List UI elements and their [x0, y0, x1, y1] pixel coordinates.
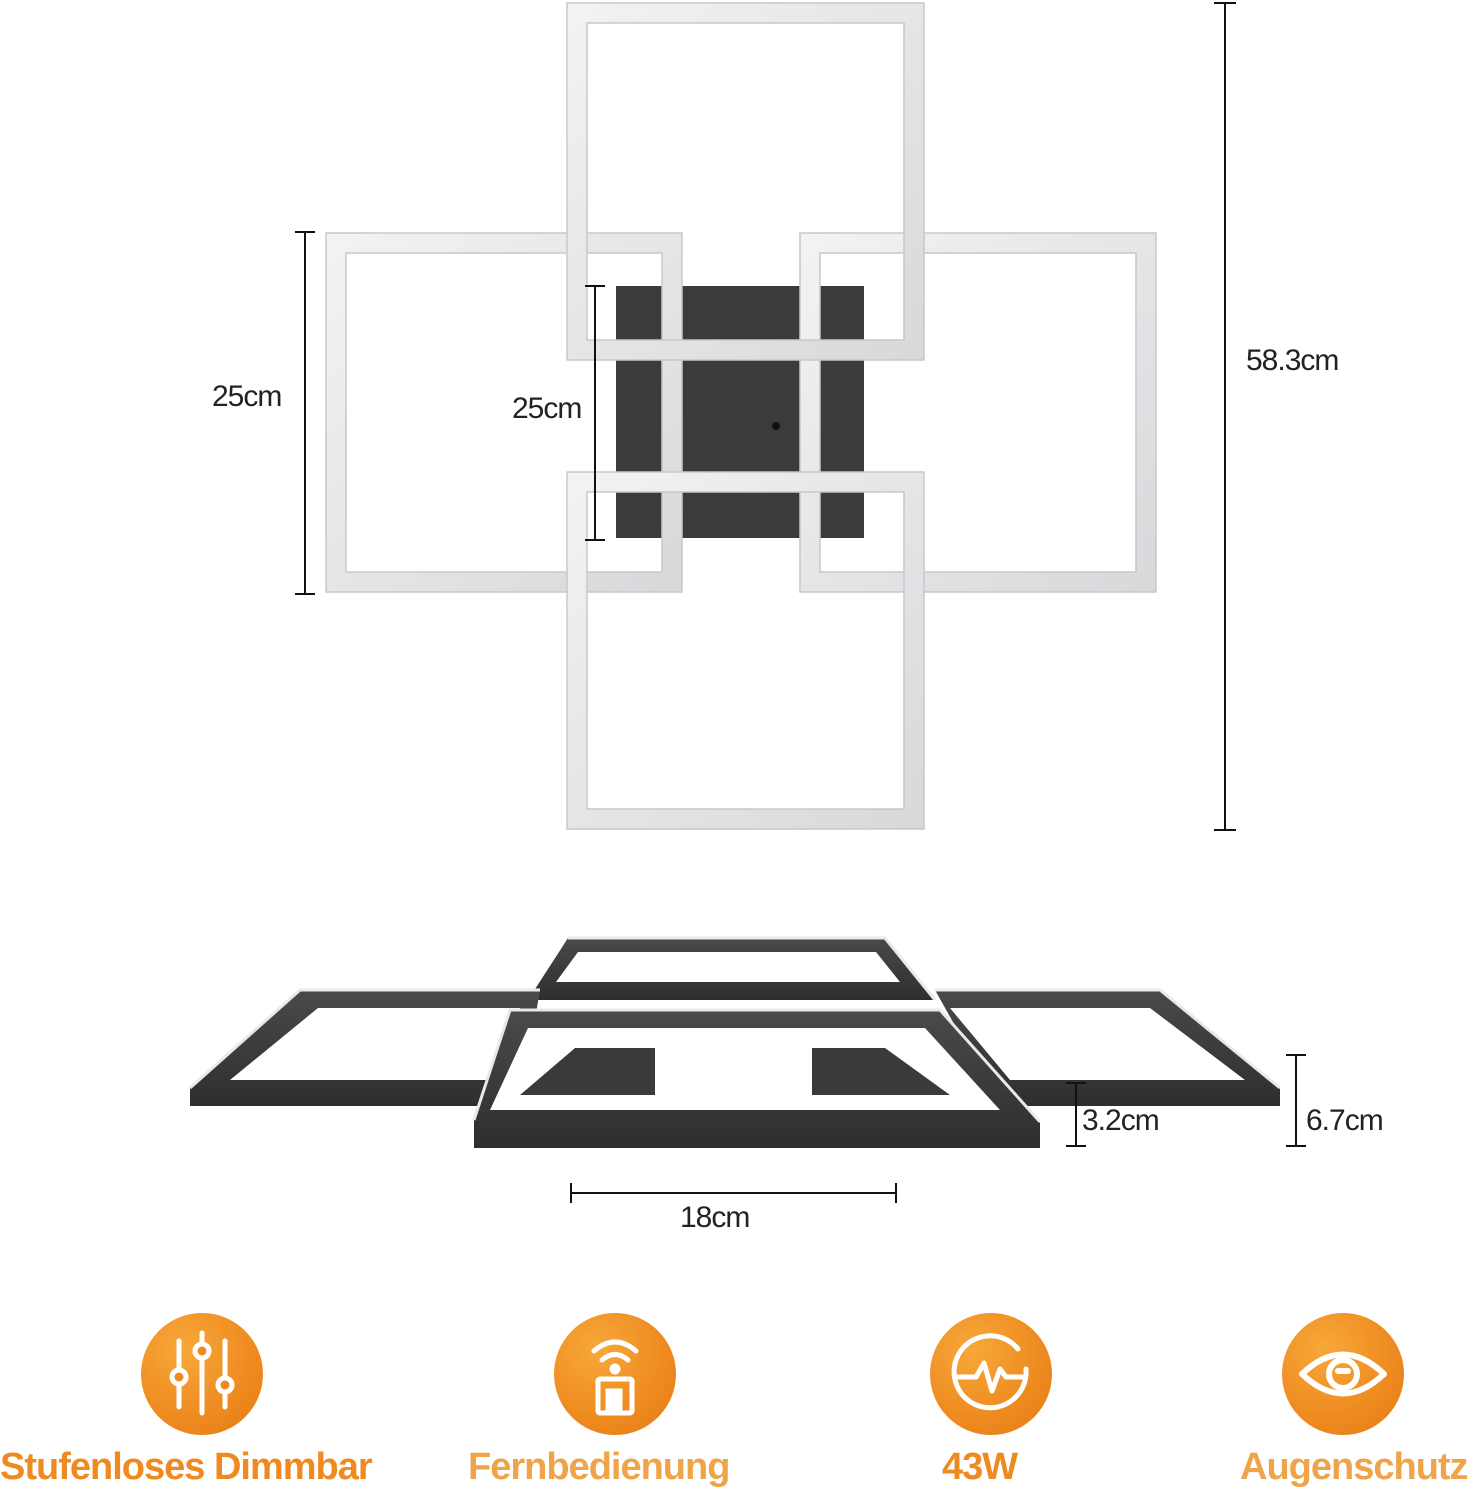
- eye-icon: [1299, 1351, 1387, 1397]
- dim-label-total-height: 58.3cm: [1246, 344, 1339, 377]
- feature-circle-eye: [1282, 1313, 1404, 1435]
- dim-line-total-depth: [1286, 1054, 1306, 1147]
- dim-label-base-height: 3.2cm: [1082, 1104, 1160, 1137]
- dim-label-total-depth: 6.7cm: [1306, 1104, 1384, 1137]
- lamp-top-view: [295, 2, 1236, 831]
- ceiling-base-plate: [616, 286, 864, 538]
- frame-bottom: [567, 472, 924, 829]
- side-frame-right: [935, 988, 1281, 1106]
- power-pulse-icon: [951, 1333, 1029, 1411]
- feature-circle-wattage: [930, 1313, 1052, 1435]
- feature-label-wattage: 43W: [942, 1446, 1018, 1488]
- dim-line-total-height: [1214, 2, 1236, 831]
- dim-label-base-width: 18cm: [680, 1201, 750, 1234]
- lamp-side-view: [189, 936, 1306, 1203]
- dim-line-center-height: [585, 285, 605, 541]
- feature-circle-dimmable: [141, 1313, 263, 1435]
- dim-line-base-height: [1066, 1082, 1086, 1147]
- feature-label-dimmable: Stufenloses Dimmbar: [0, 1446, 373, 1488]
- frame-right: [800, 233, 1156, 592]
- dim-label-center-height: 25cm: [512, 392, 582, 425]
- side-frame-front: [472, 1008, 1042, 1148]
- feature-label-remote: Fernbedienung: [468, 1446, 730, 1488]
- side-frame-back: [528, 936, 937, 1001]
- dim-label-left-height: 25cm: [212, 380, 282, 413]
- slider-controls-icon: [169, 1330, 235, 1416]
- dim-line-left-height: [295, 231, 315, 595]
- side-frame-left: [189, 988, 540, 1106]
- remote-signal-icon: [591, 1339, 639, 1416]
- base-screw: [772, 422, 780, 430]
- feature-circle-remote: [554, 1313, 676, 1435]
- feature-label-eye: Augenschutz: [1240, 1446, 1469, 1488]
- dim-line-base-width: [570, 1183, 897, 1203]
- frame-left: [326, 233, 682, 592]
- frame-top: [567, 3, 924, 360]
